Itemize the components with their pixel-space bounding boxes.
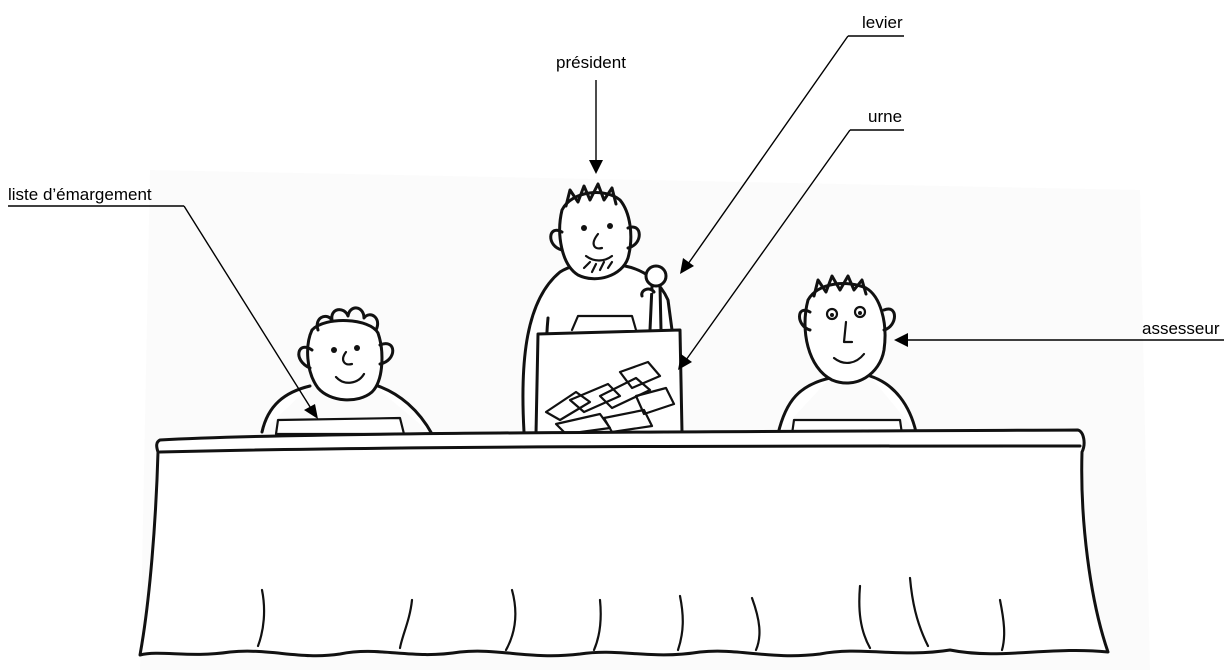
callout-president: président — [556, 53, 626, 174]
label-liste-emargement: liste d’émargement — [8, 185, 152, 204]
label-assesseur: assesseur — [1142, 319, 1220, 338]
table — [140, 430, 1108, 656]
ballot-box — [536, 316, 682, 434]
label-levier: levier — [862, 13, 903, 32]
label-urne: urne — [868, 107, 902, 126]
arrowhead-president — [589, 160, 603, 174]
label-president: président — [556, 53, 626, 72]
